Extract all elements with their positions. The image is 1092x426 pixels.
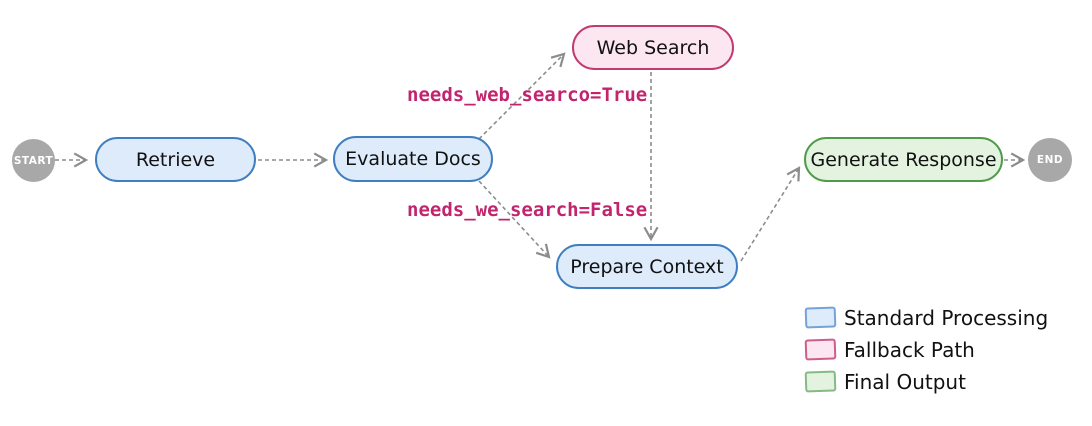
node-web-search: Web Search <box>572 25 734 70</box>
legend-item-final-output: Final Output <box>804 369 1048 394</box>
edge-label-needs-web-search-false: needs_we_search=False <box>407 199 648 221</box>
legend-swatch-standard-processing <box>804 306 837 329</box>
edge-evaluate-to-web-search <box>478 52 566 140</box>
legend-label-final-output: Final Output <box>844 369 966 394</box>
legend-item-standard-processing: Standard Processing <box>804 305 1049 330</box>
node-start-label: START <box>13 154 54 167</box>
node-prepare-context: Prepare Context <box>556 244 738 289</box>
edge-evaluate-to-prepare <box>478 180 551 259</box>
legend-swatch-fallback-path <box>804 338 837 361</box>
legend-item-fallback-path: Fallback Path <box>804 337 1048 362</box>
node-retrieve: Retrieve <box>95 137 256 182</box>
edge-prepare-to-generate <box>740 166 801 262</box>
node-evaluate-docs-label: Evaluate Docs <box>345 148 481 170</box>
node-end: END <box>1028 138 1072 182</box>
node-generate-response-label: Generate Response <box>810 148 997 171</box>
legend-label-fallback-path: Fallback Path <box>844 337 975 362</box>
legend-label-standard-processing: Standard Processing <box>844 305 1049 330</box>
edge-label-needs-web-search-true: needs_web_searco=True <box>407 84 648 106</box>
legend: Standard Processing Fallback Path Final … <box>804 305 1049 394</box>
node-prepare-context-label: Prepare Context <box>570 255 724 278</box>
node-end-label: END <box>1036 154 1064 166</box>
node-web-search-label: Web Search <box>596 36 710 59</box>
node-retrieve-label: Retrieve <box>135 148 216 171</box>
node-generate-response: Generate Response <box>804 137 1003 182</box>
legend-swatch-final-output <box>804 370 837 393</box>
node-evaluate-docs: Evaluate Docs <box>333 136 493 182</box>
node-start: START <box>12 139 55 182</box>
